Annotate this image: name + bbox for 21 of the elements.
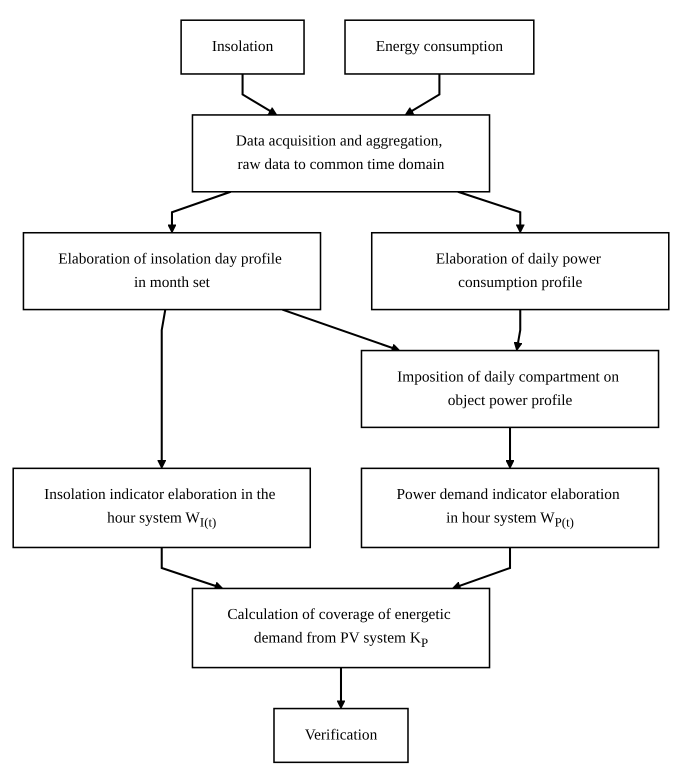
node-box: Verification: [273, 708, 409, 763]
node-box: Data acquisition and aggregation, raw data to common time domain: [192, 114, 490, 192]
arrow: [157, 309, 166, 468]
arrow: [452, 547, 512, 590]
node-box: Elaboration of daily power consumption profile: [370, 232, 670, 310]
arrow: [282, 308, 400, 352]
node-box: Calculation of coverage of energetic demand from PV system K$_{P}$: [192, 587, 490, 668]
arrow: [404, 74, 440, 116]
node-box: Insolation indicator elaboration in the hour system W$_{I(t)}$: [12, 467, 312, 548]
node-box: Power demand indicator elaboration in hour system W$_{P(t)}$: [360, 467, 660, 548]
node-box: Energy consumption: [344, 19, 535, 74]
arrow: [458, 190, 525, 233]
arrow: [167, 190, 232, 233]
node-box: Imposition of daily compartment on object power profile: [360, 350, 660, 428]
arrow: [160, 547, 224, 590]
arrow: [506, 427, 515, 468]
node-box: Elaboration of insolation day profile in month set: [22, 232, 322, 310]
arrow: [242, 74, 278, 116]
arrow: [514, 309, 523, 351]
arrow: [336, 667, 346, 709]
node-box: Insolation: [180, 19, 305, 74]
